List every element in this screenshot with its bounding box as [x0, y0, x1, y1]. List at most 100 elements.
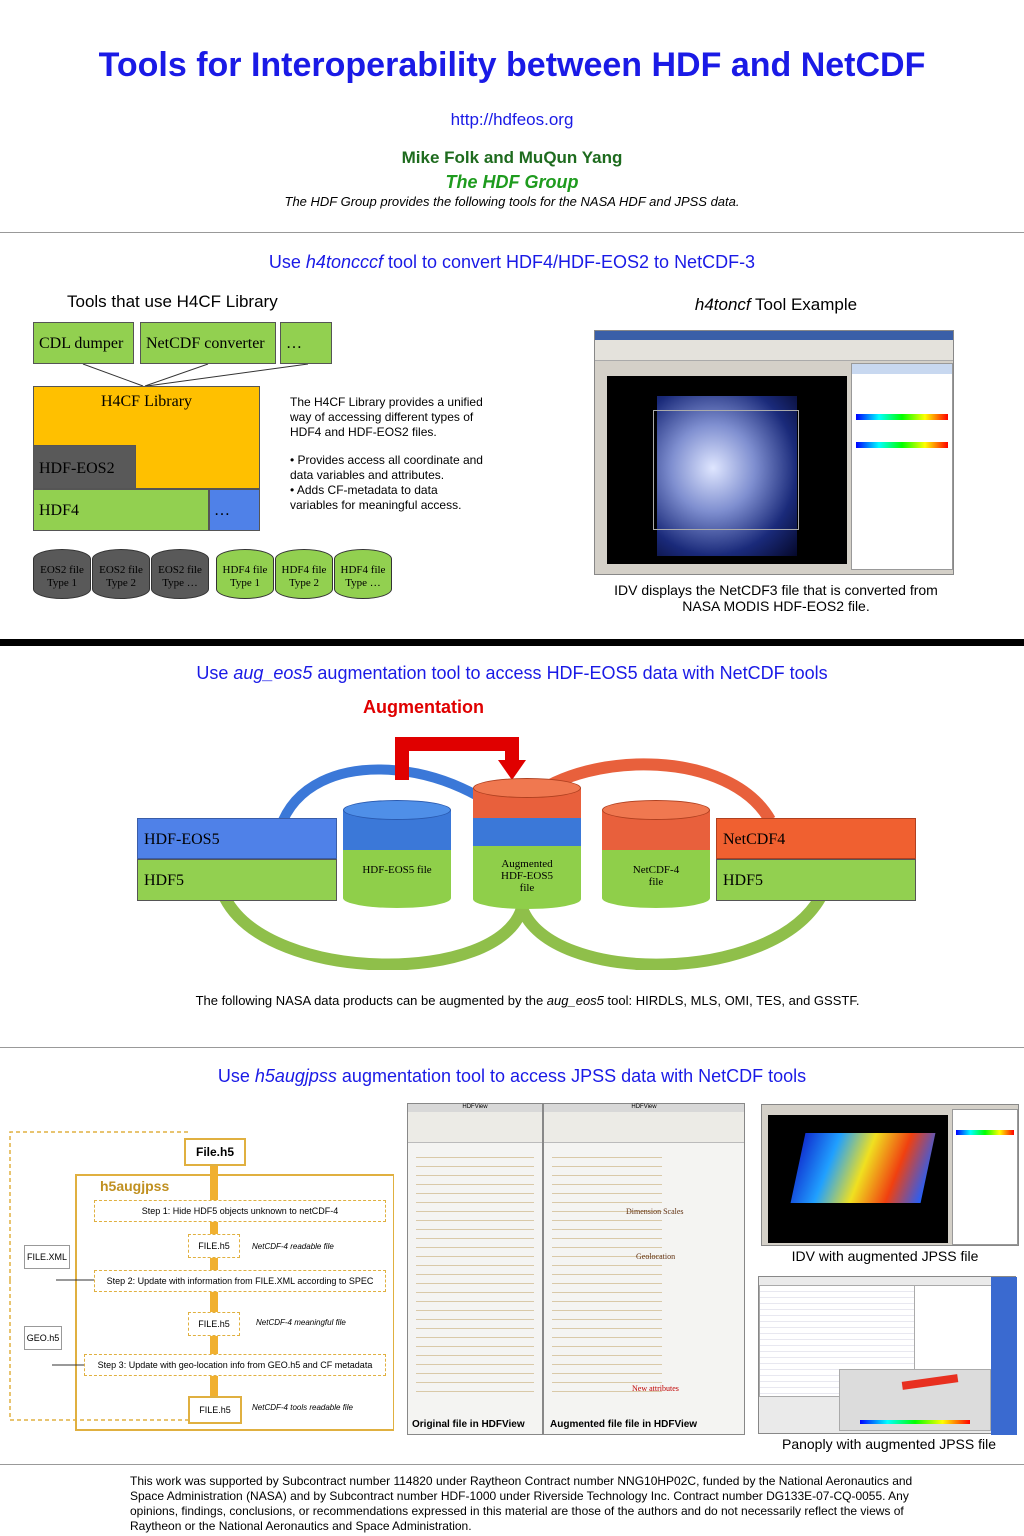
- file-h5-input: File.h5: [184, 1138, 246, 1166]
- file-label: EOS2 file: [40, 564, 84, 576]
- output-file: FILE.h5: [188, 1396, 242, 1424]
- geolocation-annotation: Geolocation: [636, 1252, 676, 1261]
- heading-suffix: augmentation tool to access JPSS data wi…: [336, 1066, 807, 1086]
- legend-header: [852, 364, 952, 374]
- netcdf4-layer: NetCDF4: [716, 818, 916, 859]
- tools-list-title: Tools that use H4CF Library: [67, 292, 278, 311]
- idv-augmented-screenshot: [761, 1104, 1019, 1246]
- hdfview-left-caption: Original file in HDFView: [412, 1419, 525, 1430]
- file-type: Type 1: [229, 577, 261, 589]
- tool-box-more: …: [280, 322, 332, 364]
- hdf-eos5-layer: HDF-EOS5: [137, 818, 337, 859]
- label-line: HDF-EOS5: [501, 870, 553, 882]
- map-view: [607, 376, 847, 564]
- step-1: Step 1: Hide HDF5 objects unknown to net…: [94, 1200, 386, 1222]
- desc-bullet-2: • Adds CF-metadata to data variables for…: [290, 483, 462, 512]
- example-title-suffix: Tool Example: [750, 295, 858, 314]
- color-scale: [956, 1130, 1014, 1135]
- label-line: file: [648, 876, 664, 888]
- tool-name: h4toncccf: [305, 252, 383, 272]
- note-tool: aug_eos5: [546, 993, 604, 1008]
- desktop-background: [991, 1277, 1017, 1435]
- intermediate-note-1: NetCDF-4 readable file: [252, 1242, 334, 1251]
- heading-suffix: tool to convert HDF4/HDF-EOS2 to NetCDF-…: [382, 252, 756, 272]
- file-label: HDF4 file: [222, 564, 268, 576]
- hdf-eos5-file-cylinder: HDF-EOS5 file: [343, 800, 451, 915]
- supported-products-note: The following NASA data products can be …: [0, 993, 1024, 1008]
- color-scale: [856, 442, 948, 448]
- heading-prefix: Use: [217, 1066, 255, 1086]
- authors: Mike Folk and MuQun Yang: [401, 148, 623, 167]
- h4cf-library-block: H4CF Library: [33, 386, 260, 446]
- h5augjpss-flow: File.h5 h5augjpss Step 1: Hide HDF5 obje…: [8, 1130, 394, 1436]
- h5augjpss-title: h5augjpss: [100, 1178, 170, 1194]
- connector-lines: [82, 364, 309, 387]
- note-prefix: The following NASA data products can be …: [195, 993, 547, 1008]
- geo-h5-file: GEO.h5: [24, 1326, 62, 1350]
- color-scale: [860, 1420, 970, 1424]
- toolbar: [544, 1112, 744, 1143]
- file-type: Type …: [162, 577, 198, 589]
- h4cf-description: The H4CF Library provides a unified way …: [290, 395, 485, 513]
- cylinder-label: HDF-EOS5 file: [362, 864, 432, 876]
- section1-heading: Use h4toncccf tool to convert HDF4/HDF-E…: [0, 252, 1024, 273]
- step-3: Step 3: Update with geo-location info fr…: [84, 1354, 386, 1376]
- example-caption: IDV displays the NetCDF3 file that is co…: [614, 582, 938, 614]
- idv-caption: IDV with augmented JPSS file: [791, 1248, 979, 1264]
- hdfview-augmented: HDFView Dimension Scales Geolocation New…: [543, 1103, 745, 1435]
- file-label: EOS2 file: [158, 564, 202, 576]
- window-titlebar: HDFView: [408, 1104, 542, 1112]
- heading-prefix: Use: [268, 252, 306, 272]
- tool-box-netcdf-converter: NetCDF converter: [140, 322, 276, 364]
- example-title: h4toncf Tool Example: [594, 295, 958, 315]
- file-label: HDF4 file: [281, 564, 327, 576]
- example-tool-name: h4toncf: [694, 295, 751, 314]
- file-xml: FILE.XML: [24, 1245, 70, 1269]
- file-type: Type 2: [105, 577, 137, 589]
- hdf4-block: HDF4: [33, 489, 209, 531]
- label-line: file: [519, 882, 535, 894]
- poster-title: Tools for Interoperability between HDF a…: [98, 46, 926, 84]
- panoply-screenshot: [758, 1276, 1017, 1435]
- legend-panel: [952, 1109, 1018, 1245]
- desc-bullet-1: • Provides access all coordinate and dat…: [290, 453, 483, 482]
- heading-suffix: augmentation tool to access HDF-EOS5 dat…: [312, 663, 828, 683]
- intermediate-file-2: FILE.h5: [188, 1312, 240, 1336]
- augmentation-label: Augmentation: [363, 697, 484, 717]
- dimension-scales-annotation: Dimension Scales: [626, 1207, 684, 1216]
- file-label: HDF4 file: [340, 564, 386, 576]
- organization: The HDF Group: [445, 172, 579, 192]
- hdfview-original: HDFView Original file in HDFView: [407, 1103, 543, 1435]
- swath-image: [790, 1133, 936, 1203]
- file-type: Type …: [345, 577, 381, 589]
- section3-heading: Use h5augjpss augmentation tool to acces…: [0, 1066, 1024, 1087]
- panoply-caption: Panoply with augmented JPSS file: [781, 1436, 996, 1452]
- website-url[interactable]: http://hdfeos.org: [450, 110, 574, 129]
- window-titlebar: HDFView: [544, 1104, 744, 1112]
- idv-screenshot: [594, 330, 954, 575]
- tree-view: [552, 1149, 662, 1399]
- label-line: Augmented: [501, 858, 553, 870]
- label-line: NetCDF-4: [632, 864, 680, 876]
- intermediate-file-1: FILE.h5: [188, 1234, 240, 1258]
- legend-panel: [851, 363, 953, 570]
- file-type: Type 1: [46, 577, 78, 589]
- step-2: Step 2: Update with information from FIL…: [94, 1270, 386, 1292]
- divider: [0, 1047, 1024, 1048]
- variable-table: [759, 1285, 916, 1397]
- other-block: …: [209, 489, 260, 531]
- desc-text-1: The H4CF Library provides a unified way …: [290, 395, 483, 439]
- file-label: EOS2 file: [99, 564, 143, 576]
- swath-strip: [901, 1374, 959, 1390]
- color-scale: [856, 414, 948, 420]
- augmentation-diagram: [219, 737, 826, 970]
- heading-prefix: Use: [196, 663, 234, 683]
- tool-name: h5augjpss: [254, 1066, 337, 1086]
